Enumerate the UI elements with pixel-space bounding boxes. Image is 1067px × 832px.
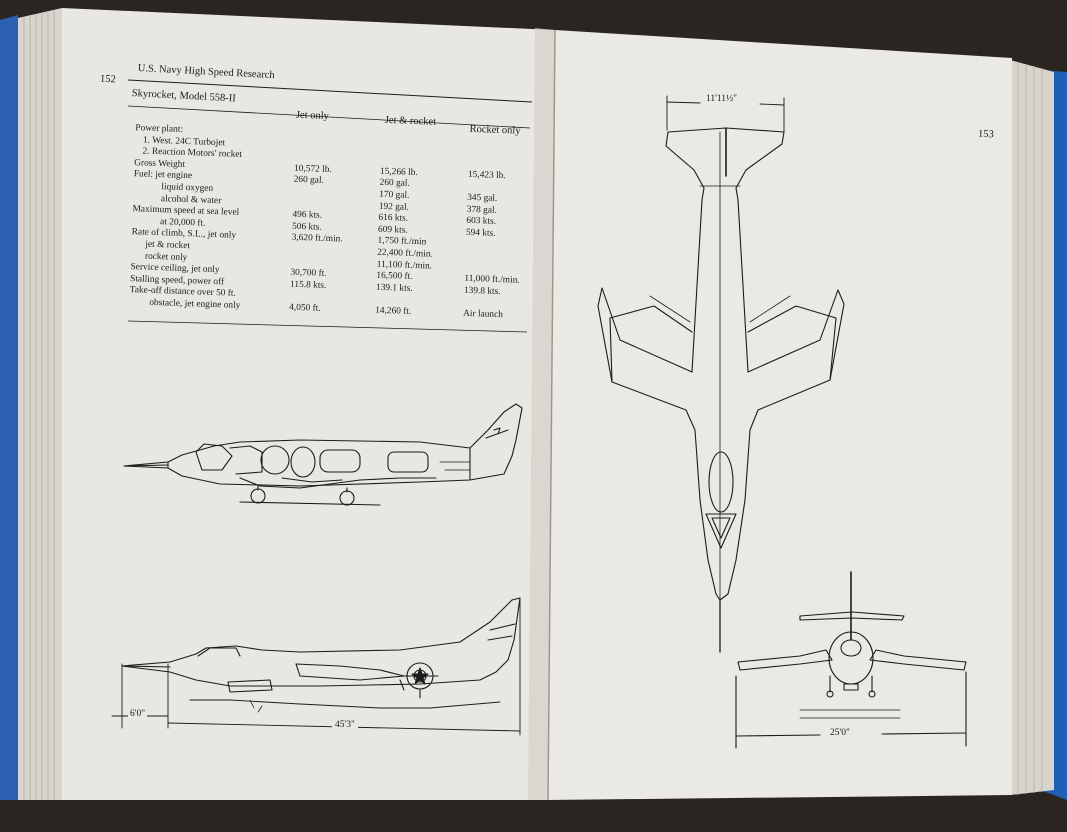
plan-view-drawing (597, 127, 845, 653)
front-view-drawing (735, 571, 967, 749)
right-page (548, 30, 1012, 800)
left-page-edges (18, 8, 62, 800)
cutaway-side-view-drawing (123, 403, 523, 506)
gutter-shadow (528, 28, 555, 800)
book-spread (0, 8, 1067, 800)
right-page-edges (1010, 60, 1054, 795)
left-page (62, 8, 555, 800)
plan-view-dimension-lines (666, 95, 785, 133)
left-cover (0, 15, 18, 800)
